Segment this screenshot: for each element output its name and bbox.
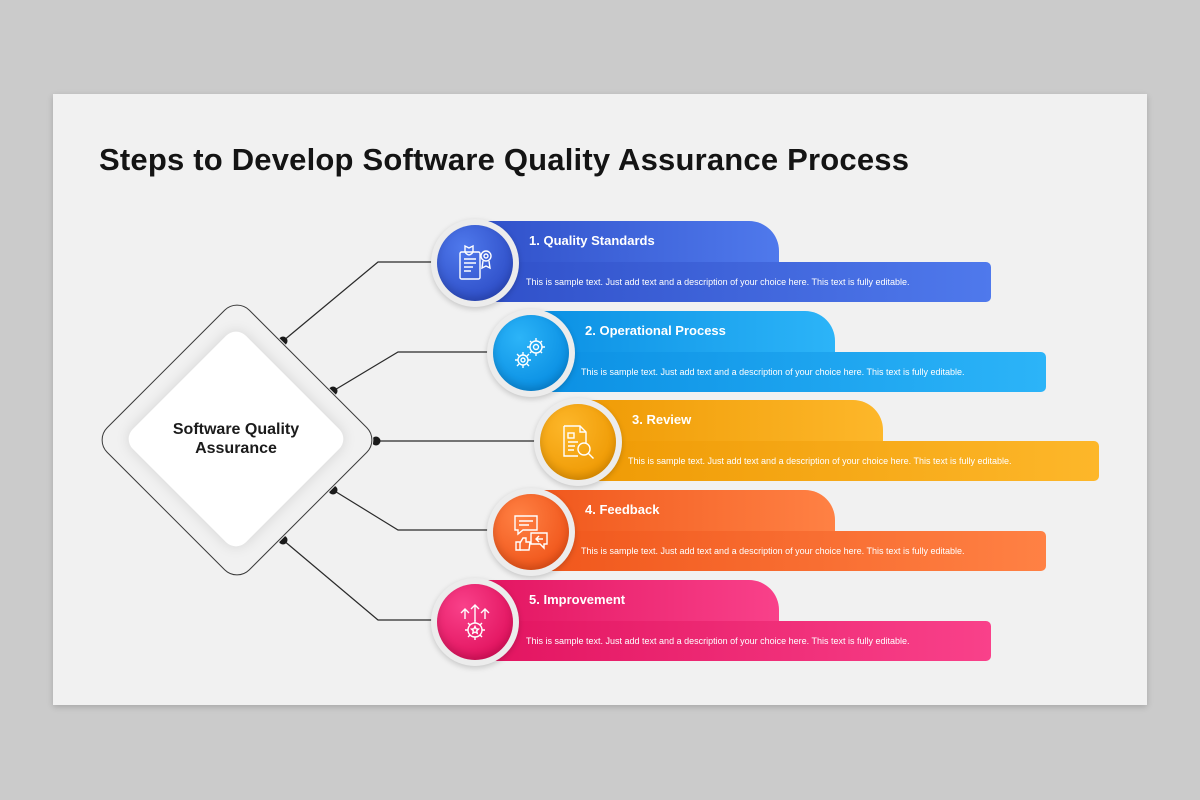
step-2-bar bbox=[525, 352, 1046, 392]
step-1: 1. Quality Standards This is sample text… bbox=[431, 219, 991, 307]
step-5-bar bbox=[469, 621, 991, 661]
connector-1 bbox=[282, 261, 453, 342]
step-5-badge bbox=[431, 578, 519, 666]
connector-dot-3 bbox=[371, 436, 381, 446]
step-1-circle bbox=[437, 225, 513, 301]
connector-5 bbox=[282, 539, 453, 621]
step-2-badge bbox=[487, 309, 575, 397]
gears-icon bbox=[515, 338, 545, 368]
step-4-bar bbox=[525, 531, 1046, 571]
step-5-label: 5. Improvement bbox=[529, 592, 626, 607]
center-label-line2: Assurance bbox=[195, 440, 277, 457]
step-5-circle bbox=[437, 584, 513, 660]
center-label-line1: Software Quality bbox=[172, 421, 300, 438]
page-title: Steps to Develop Software Quality Assura… bbox=[99, 142, 910, 177]
document-search-icon bbox=[563, 425, 594, 459]
certificate-icon bbox=[459, 244, 492, 280]
step-2: 2. Operational Process This is sample te… bbox=[487, 309, 1047, 397]
step-3-description: This is sample text. Just add text and a… bbox=[628, 456, 1012, 466]
step-3-badge bbox=[534, 398, 622, 486]
step-2-description: This is sample text. Just add text and a… bbox=[581, 367, 965, 377]
step-1-label: 1. Quality Standards bbox=[529, 233, 655, 248]
connector-2 bbox=[332, 351, 508, 392]
step-3-circle bbox=[540, 404, 616, 480]
step-3: 3. Review This is sample text. Just add … bbox=[534, 398, 1099, 486]
step-2-circle bbox=[493, 315, 569, 391]
step-4-tab bbox=[525, 490, 835, 538]
feedback-chat-icon bbox=[514, 515, 548, 551]
step-4-description: This is sample text. Just add text and a… bbox=[581, 546, 965, 556]
step-1-bar bbox=[469, 262, 991, 302]
connector-4 bbox=[332, 489, 508, 531]
step-5-description: This is sample text. Just add text and a… bbox=[526, 636, 910, 646]
step-3-label: 3. Review bbox=[632, 412, 692, 427]
step-5-tab bbox=[469, 580, 779, 628]
step-4-badge bbox=[487, 488, 575, 576]
step-2-tab bbox=[525, 311, 835, 359]
improvement-gear-icon bbox=[460, 604, 490, 640]
step-1-tab bbox=[469, 221, 779, 269]
step-1-description: This is sample text. Just add text and a… bbox=[526, 277, 910, 287]
step-4-circle bbox=[493, 494, 569, 570]
step-4-label: 4. Feedback bbox=[585, 502, 660, 517]
slide: Steps to Develop Software Quality Assura… bbox=[53, 94, 1147, 705]
center-label: Software Quality Assurance bbox=[146, 420, 326, 458]
step-1-badge bbox=[431, 219, 519, 307]
step-2-label: 2. Operational Process bbox=[585, 323, 726, 338]
step-5: 5. Improvement This is sample text. Just… bbox=[431, 578, 991, 666]
step-3-bar bbox=[572, 441, 1099, 481]
step-3-tab bbox=[572, 400, 883, 448]
step-4: 4. Feedback This is sample text. Just ad… bbox=[487, 488, 1047, 576]
